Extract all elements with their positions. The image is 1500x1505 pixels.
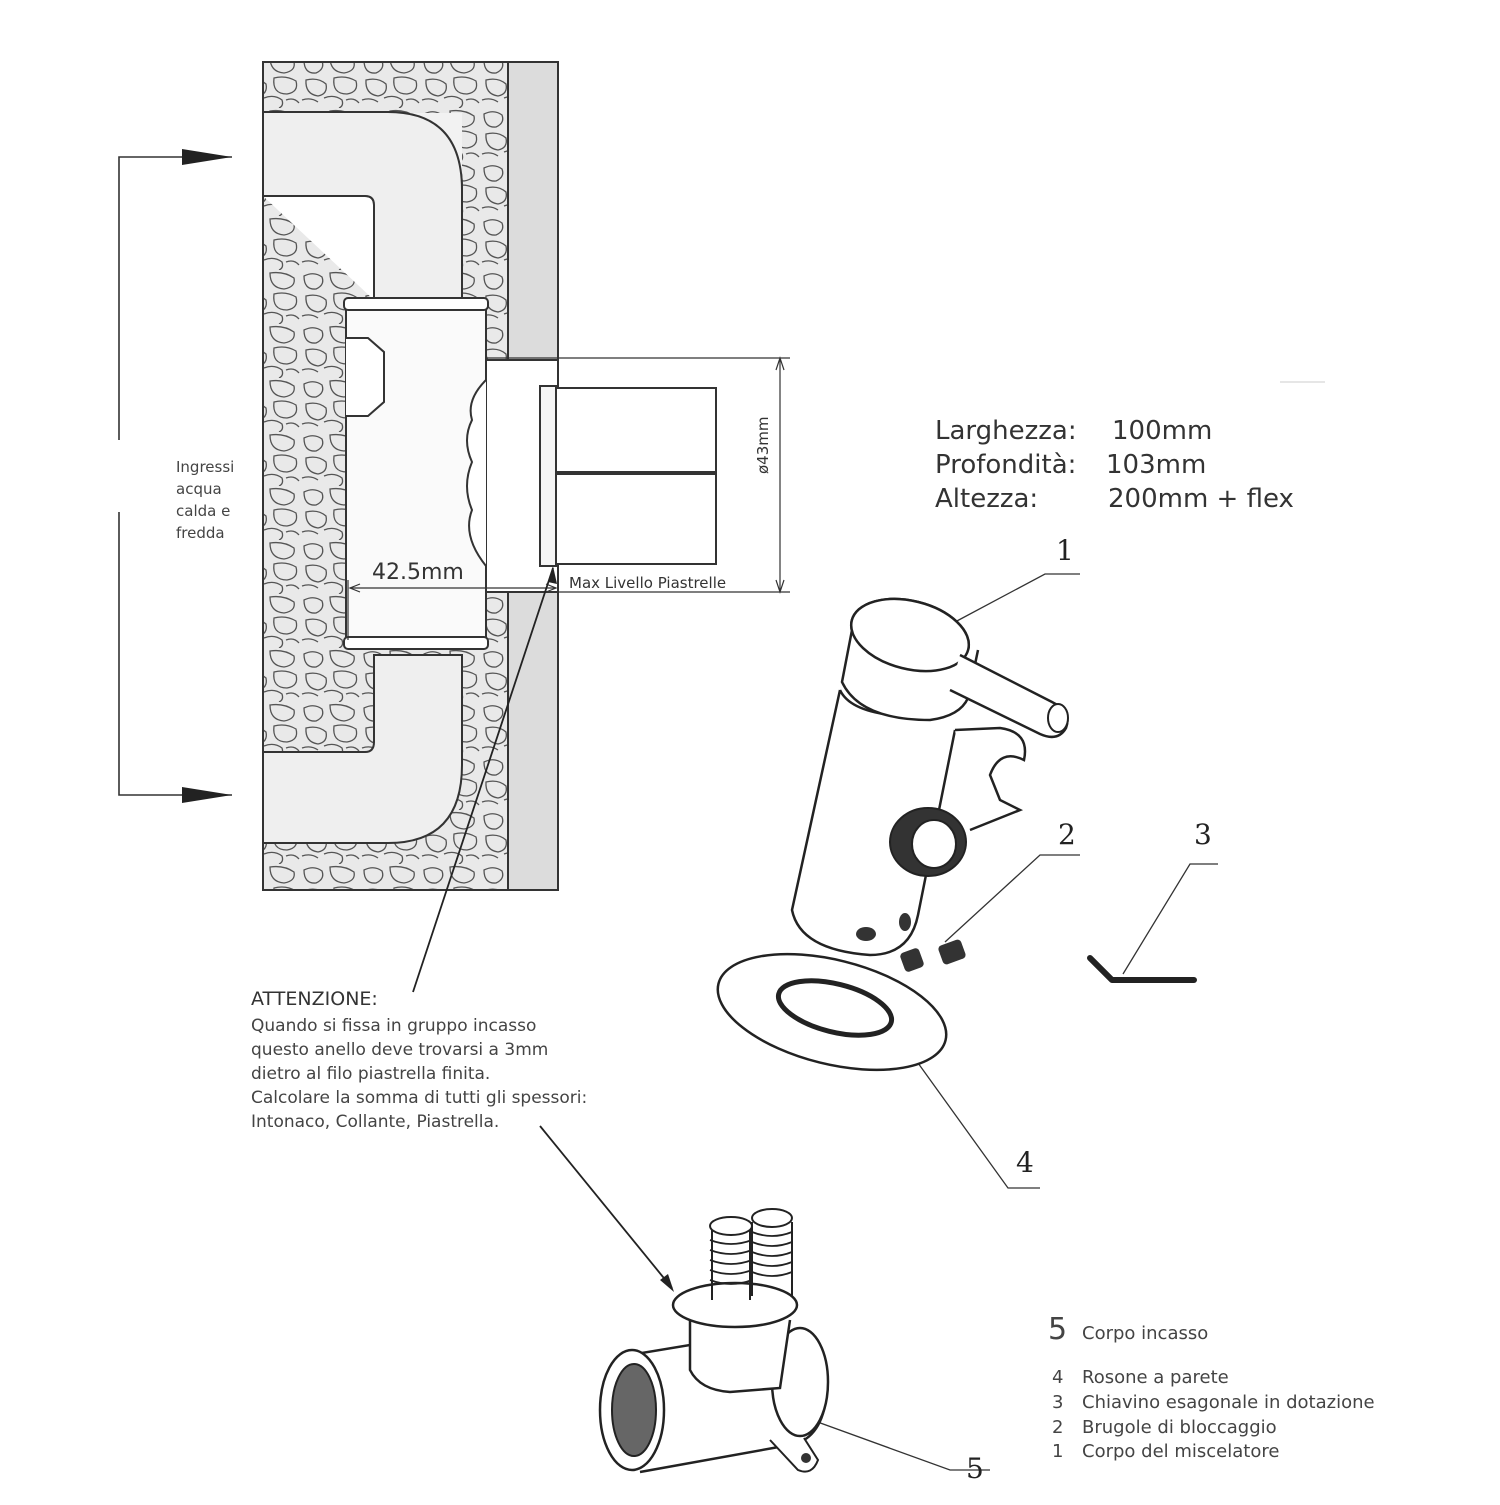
- inlets-label-line: calda e: [176, 502, 231, 520]
- inlets-label-line: Ingressi: [176, 458, 235, 476]
- mixer-body-illustration: [790, 597, 1069, 957]
- inlets-label: Ingressi acqua calda e fredda: [176, 456, 234, 544]
- callout-4: 4: [1016, 1146, 1034, 1179]
- dimension-lines: [347, 356, 790, 640]
- leader-lines: [412, 566, 1218, 1471]
- attention-line: Quando si fissa in gruppo incasso: [251, 1016, 537, 1036]
- spec-height-value: 200mm + flex: [1108, 484, 1294, 514]
- locking-screws-illustration: [900, 939, 966, 972]
- legend-number: 4: [1052, 1367, 1064, 1388]
- spec-depth-label: Profondità:: [935, 450, 1077, 480]
- attention-line: dietro al filo piastrella finita.: [251, 1064, 491, 1084]
- attention-text: Quando si fissa in gruppo incasso questo…: [251, 1014, 587, 1134]
- diameter-dimension: ø43mm: [754, 416, 772, 475]
- spec-width-value: 100mm: [1112, 416, 1213, 446]
- legend-text: Chiavino esagonale in dotazione: [1082, 1392, 1375, 1413]
- legend-item: 1 Corpo del miscelatore: [1052, 1441, 1279, 1462]
- legend-number: 2: [1052, 1417, 1064, 1438]
- wall-rosette-illustration: [716, 952, 948, 1072]
- legend-text: Corpo del miscelatore: [1082, 1441, 1280, 1462]
- legend-item: 5 Corpo incasso: [1048, 1312, 1208, 1347]
- attention-line: Intonaco, Collante, Piastrella.: [251, 1112, 500, 1132]
- legend-item: 4 Rosone a parete: [1052, 1367, 1229, 1388]
- callout-5: 5: [966, 1452, 984, 1485]
- legend-text: Corpo incasso: [1082, 1323, 1209, 1344]
- attention-line: Calcolare la somma di tutti gli spessori…: [251, 1088, 588, 1108]
- callout-2: 2: [1058, 818, 1076, 851]
- attention-line: questo anello deve trovarsi a 3mm: [251, 1040, 549, 1060]
- spec-depth-value: 103mm: [1106, 450, 1207, 480]
- callout-1: 1: [1056, 534, 1074, 567]
- callout-3: 3: [1194, 818, 1212, 851]
- inlet-arrows: [118, 149, 232, 803]
- attention-title: ATTENZIONE:: [251, 988, 378, 1010]
- legend-item: 2 Brugole di bloccaggio: [1052, 1417, 1277, 1438]
- inlets-label-line: fredda: [176, 524, 225, 542]
- inlets-label-line: acqua: [176, 480, 222, 498]
- legend-number: 3: [1052, 1392, 1064, 1413]
- wall-section: [262, 61, 717, 891]
- recessed-body-illustration: [598, 381, 1325, 1474]
- max-tile-level-label: Max Livello Piastrelle: [569, 574, 727, 592]
- legend-text: Brugole di bloccaggio: [1082, 1417, 1277, 1438]
- legend-number: 1: [1052, 1441, 1064, 1462]
- legend-number: 5: [1048, 1312, 1068, 1347]
- depth-dimension: 42.5mm: [372, 560, 464, 585]
- hex-key-illustration: [1087, 955, 1197, 983]
- spec-width-label: Larghezza:: [935, 416, 1077, 446]
- legend-item: 3 Chiavino esagonale in dotazione: [1052, 1392, 1375, 1413]
- legend-text: Rosone a parete: [1082, 1367, 1229, 1388]
- spec-height-label: Altezza:: [935, 484, 1039, 514]
